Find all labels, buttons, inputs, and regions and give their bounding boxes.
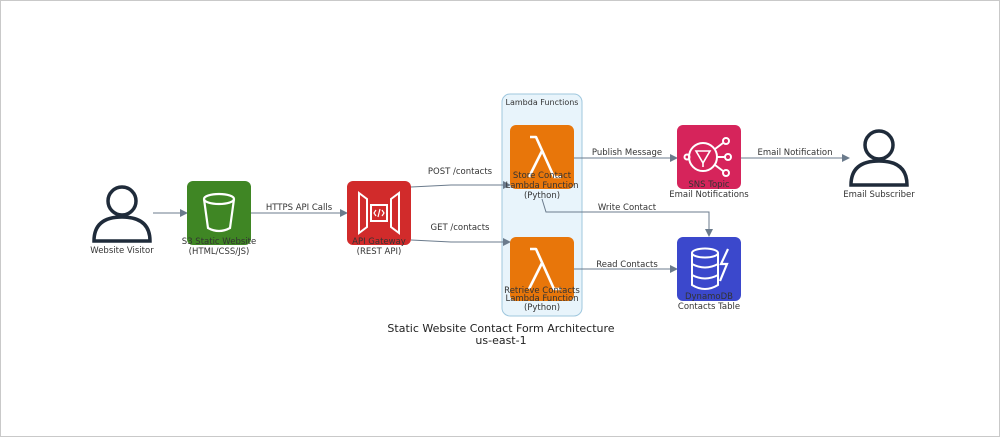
lambda-icon bbox=[527, 135, 561, 179]
node-api-gateway: API Gateway (REST API) bbox=[347, 181, 411, 257]
edge-label-get: GET /contacts bbox=[431, 223, 491, 233]
node-s3-static-website: S3 Static Website (HTML/CSS/JS) bbox=[182, 181, 256, 257]
lambda-icon bbox=[527, 247, 561, 291]
s3-bucket-icon bbox=[202, 192, 236, 233]
lambda-tile bbox=[510, 237, 574, 301]
node-label-2: Email Notifications bbox=[669, 190, 749, 200]
edge-label-publish: Publish Message bbox=[592, 148, 662, 158]
edge-label-write: Write Contact bbox=[598, 203, 657, 213]
edge-get-contacts bbox=[410, 238, 511, 246]
node-label-1: Store Contact bbox=[513, 171, 572, 181]
diagram-subtitle: us-east-1 bbox=[475, 334, 526, 347]
api-gateway-icon bbox=[358, 191, 400, 235]
diagram-title: Static Website Contact Form Architecture bbox=[387, 322, 614, 335]
node-label-1: DynamoDB bbox=[685, 292, 733, 302]
edge-label-read: Read Contacts bbox=[596, 260, 658, 270]
edge-post-contacts bbox=[410, 181, 511, 189]
node-label-2: Contacts Table bbox=[678, 302, 740, 312]
user-icon bbox=[849, 129, 909, 187]
node-retrieve-contacts-lambda: Retrieve Contacts Lambda Function (Pytho… bbox=[504, 237, 580, 313]
node-sns-topic: SNS Topic Email Notifications bbox=[669, 125, 749, 200]
node-label: Website Visitor bbox=[90, 246, 154, 256]
node-store-contact-lambda: Store Contact Lambda Function (Python) bbox=[505, 125, 579, 201]
sns-tile bbox=[677, 125, 741, 189]
node-label-2: (REST API) bbox=[357, 247, 402, 257]
node-label-3: (Python) bbox=[524, 191, 560, 201]
user-icon bbox=[92, 185, 152, 243]
edge-write-contact bbox=[541, 198, 713, 237]
node-label-1: SNS Topic bbox=[688, 180, 730, 190]
node-label: Email Subscriber bbox=[843, 190, 915, 200]
node-label-2: (HTML/CSS/JS) bbox=[189, 247, 250, 257]
node-label-2: Lambda Function bbox=[505, 294, 578, 304]
node-label-3: (Python) bbox=[524, 303, 560, 313]
node-label-1: S3 Static Website bbox=[182, 237, 256, 247]
node-label-2: Lambda Function bbox=[505, 181, 578, 191]
s3-tile bbox=[187, 181, 251, 245]
dynamodb-icon bbox=[691, 247, 729, 290]
edge-label-https: HTTPS API Calls bbox=[266, 203, 333, 213]
node-email-subscriber: Email Subscriber bbox=[843, 129, 915, 200]
node-dynamodb-table: DynamoDB Contacts Table bbox=[677, 237, 741, 312]
node-label-1: API Gateway bbox=[352, 237, 406, 247]
lambda-tile bbox=[510, 125, 574, 189]
edge-label-email: Email Notification bbox=[757, 148, 832, 158]
cluster-label: Lambda Functions bbox=[506, 98, 579, 107]
sns-topic-icon bbox=[683, 137, 732, 177]
edge-label-post: POST /contacts bbox=[428, 167, 493, 177]
edges: HTTPS API Calls POST /contacts GET /cont… bbox=[153, 148, 850, 273]
node-website-visitor: Website Visitor bbox=[90, 185, 154, 256]
node-label-1: Retrieve Contacts bbox=[504, 286, 580, 296]
